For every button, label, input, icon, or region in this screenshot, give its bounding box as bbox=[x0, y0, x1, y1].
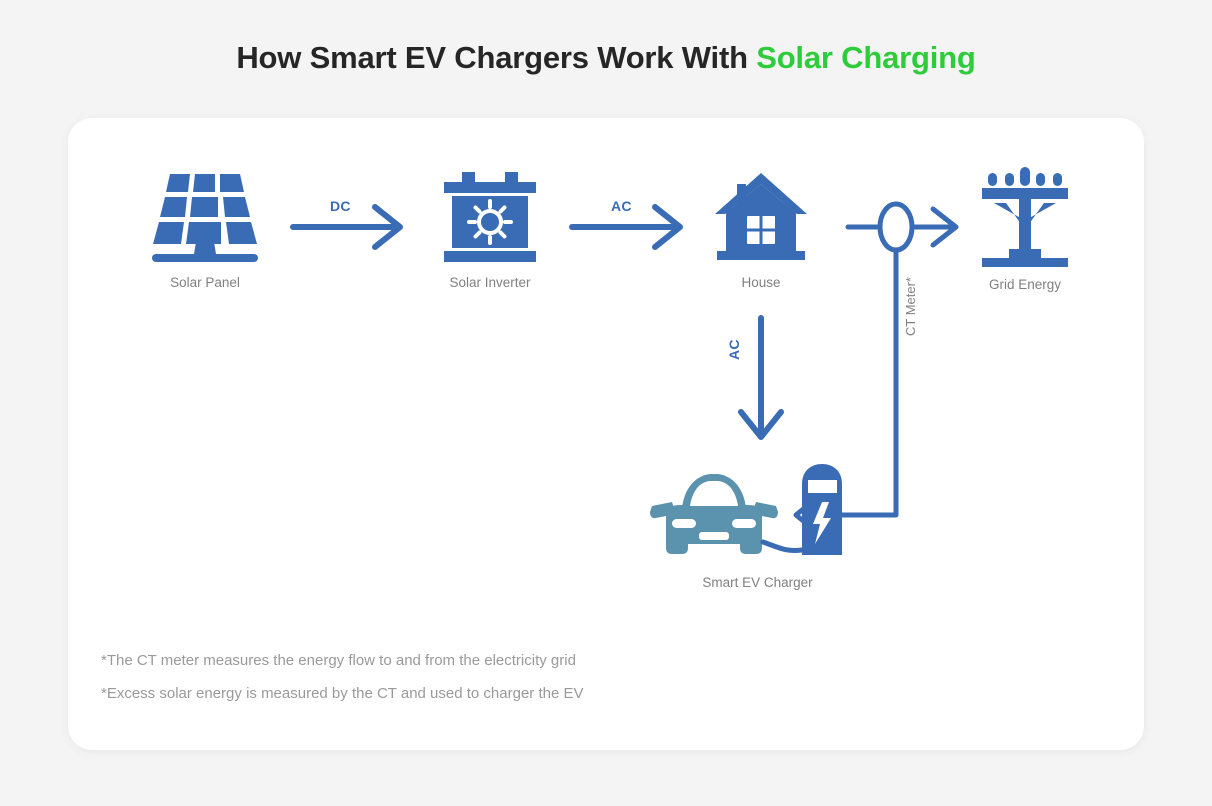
flow-label-dc: DC bbox=[330, 198, 351, 214]
footnote-ct-meter: *The CT meter measures the energy flow t… bbox=[101, 652, 576, 669]
node-label-solar-panel: Solar Panel bbox=[170, 275, 240, 290]
node-smart-ev-charger: Smart EV Charger bbox=[570, 462, 945, 590]
node-label-grid-energy: Grid Energy bbox=[988, 277, 1062, 292]
node-house: House bbox=[691, 170, 831, 290]
flow-label-ac-down: AC bbox=[726, 339, 742, 360]
footnote-excess-solar: *Excess solar energy is measured by the … bbox=[101, 685, 584, 702]
charger-pedestal-icon bbox=[802, 464, 842, 555]
flow-label-ct-meter: CT Meter* bbox=[903, 277, 918, 336]
grid-tower-icon bbox=[982, 167, 1068, 267]
node-label-solar-inverter: Solar Inverter bbox=[449, 275, 531, 290]
ev-car-charger-icon bbox=[650, 464, 842, 555]
page-title: How Smart EV Chargers Work With Solar Ch… bbox=[0, 40, 1212, 76]
node-label-smart-ev-charger: Smart EV Charger bbox=[702, 575, 813, 590]
node-label-house: House bbox=[741, 275, 781, 290]
solar-inverter-icon bbox=[444, 172, 536, 262]
page-title-main: How Smart EV Chargers Work With bbox=[236, 40, 757, 75]
solar-panel-icon bbox=[152, 174, 258, 262]
node-grid-energy: Grid Energy bbox=[955, 165, 1095, 292]
page-title-accent: Solar Charging bbox=[756, 40, 976, 75]
node-solar-panel: Solar Panel bbox=[135, 170, 275, 290]
charging-cable-icon bbox=[760, 539, 805, 553]
flow-label-ac-top: AC bbox=[611, 198, 632, 214]
node-solar-inverter: Solar Inverter bbox=[420, 170, 560, 290]
house-icon bbox=[715, 173, 807, 260]
